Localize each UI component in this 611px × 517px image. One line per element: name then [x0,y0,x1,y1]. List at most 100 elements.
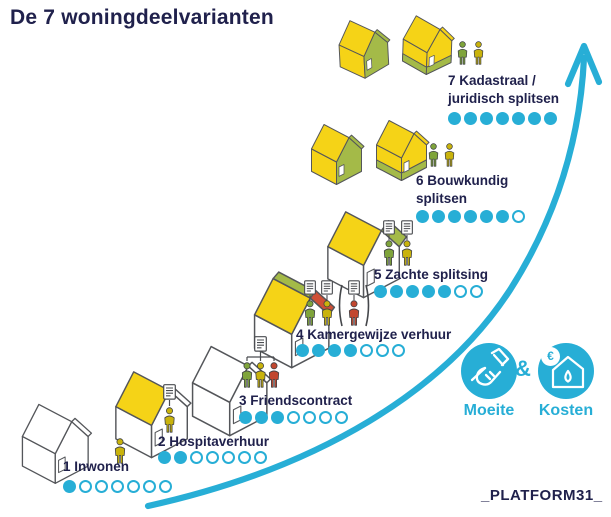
contract-icon [348,280,360,295]
dot [528,112,541,125]
dot [206,451,219,464]
arrow-head [564,42,603,88]
connector-line [246,352,275,361]
effort-dots [239,411,348,424]
page-title: De 7 woningdeelvarianten [10,6,274,29]
person-icon [164,407,175,433]
dot [271,411,284,424]
dot [319,411,332,424]
euro-coin-icon: € [541,347,560,366]
variant-6-person-group [428,143,455,167]
dot [360,344,373,357]
contract-icon [304,280,316,295]
dot [374,285,387,298]
dot [544,112,557,125]
platform31-logo: _PLATFORM31_ [481,487,603,504]
dot [222,451,235,464]
ampersand: & [515,356,531,381]
variant-5-label: 5 Zachte splitsing [374,267,489,282]
contract-icon [321,280,333,295]
contract-icon [383,220,395,235]
dot [496,112,509,125]
dot [470,285,483,298]
dot [438,285,451,298]
dot [303,411,316,424]
dot [63,480,76,493]
person-icon [428,143,439,167]
dot [406,285,419,298]
contract-icon [163,384,176,400]
effort-label: Moeite [463,402,515,419]
effort-dots [374,285,483,298]
arrow-shaft [144,54,588,510]
dot [174,451,187,464]
dot [480,112,493,125]
parenthesis-left [338,284,343,327]
dot [448,210,461,223]
effort-dots [416,210,525,223]
dot [111,480,124,493]
dot [312,344,325,357]
cost-label: Kosten [538,402,594,419]
dot [344,344,357,357]
variant-2-label: 2 Hospitaverhuur [158,434,270,449]
dot [159,480,172,493]
effort-dots [296,344,405,357]
dot [464,112,477,125]
dot [328,344,341,357]
variant-7-house-right-icon [401,15,455,75]
variant-3-person-group [241,336,280,388]
dot [287,411,300,424]
person-icon [241,362,253,388]
dot [480,210,493,223]
effort-dots [158,451,267,464]
person-icon [383,240,395,266]
variant-7-label: 7 Kadastraal / juridisch splitsen [448,73,560,106]
dot [255,411,268,424]
dot [390,285,403,298]
variant-1-label: 1 Inwonen [63,459,130,474]
effort-dots [63,480,172,493]
dot [416,210,429,223]
dot [454,285,467,298]
person-icon [304,300,316,326]
dot [95,480,108,493]
person-icon [255,362,266,388]
dot [158,451,171,464]
person-icon [348,300,360,326]
effort-handshake-hammer-icon [461,343,517,399]
dot [464,210,477,223]
dot [238,451,251,464]
variant-6-label: 6 Bouwkundig splitsen [416,173,509,206]
variant-4-label: 4 Kamergewijze verhuur [296,327,452,342]
dot [79,480,92,493]
dot [496,210,509,223]
person-icon [444,143,455,167]
dot [512,210,525,223]
parenthesis-right [365,284,370,327]
variant-5-person-group [383,220,413,266]
effort-dots [448,112,557,125]
dot [422,285,435,298]
dot [448,112,461,125]
contract-icon [254,336,267,352]
person-icon [321,300,333,326]
variant-2-person-group [163,384,176,433]
contract-icon [401,220,413,235]
dot [376,344,389,357]
dot [296,344,309,357]
person-icon [457,41,468,65]
person-icon [268,362,280,388]
variant-6-house-left-icon [311,124,365,185]
dot [239,411,252,424]
person-icon [473,41,484,65]
dot [143,480,156,493]
variant-1-house-icon [21,403,93,484]
dot [254,451,267,464]
dot [127,480,140,493]
person-icon [401,240,413,266]
variant-7-person-group [457,41,484,65]
variant-2-house-icon [115,371,192,459]
